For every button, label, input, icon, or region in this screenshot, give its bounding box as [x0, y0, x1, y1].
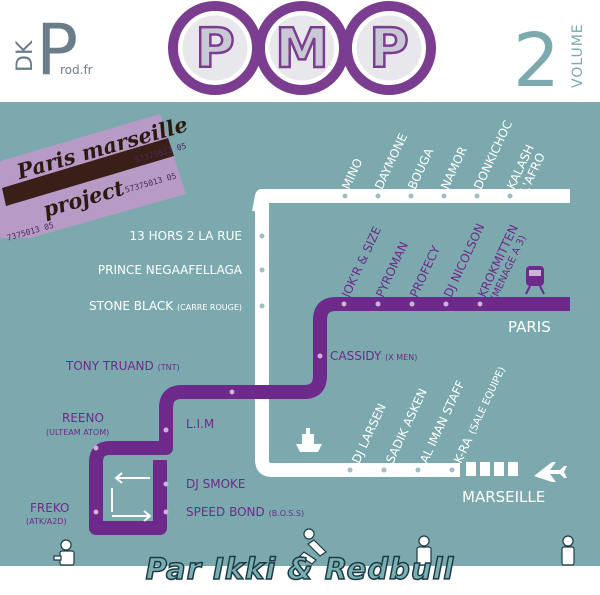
volume-number: 2 [513, 18, 560, 104]
credit-text: Par Ikki & Redbull [145, 551, 455, 587]
station-stone-black: STONE BLACK (CARRE ROUGE) [88, 299, 242, 313]
logo-dk: DK [13, 40, 38, 72]
station-dj-smoke: DJ SMOKE [186, 477, 246, 491]
station-cassidy: CASSIDY (X MEN) [330, 349, 418, 363]
station-tony-truand: TONY TRUAND (TNT) [66, 359, 180, 373]
pictograms [53, 528, 575, 566]
standing-person-icon [416, 535, 432, 566]
plane-icon [534, 462, 567, 482]
station-freko-crew: (ATK/A2D) [26, 517, 67, 526]
title-letter-p1: P [195, 17, 235, 80]
title-letter-m: M [275, 17, 329, 80]
station-freko: FREKO [30, 501, 70, 515]
station-paris: PARIS [508, 318, 551, 336]
pmp-logo [168, 1, 436, 95]
station-reeno: REENO [62, 411, 104, 425]
ship-icon [296, 428, 322, 452]
standing-person-icon-2 [561, 535, 575, 566]
purple-metro-line [89, 297, 570, 535]
station-speed-bond: SPEED BOND (B.O.S.S) [186, 505, 305, 519]
volume-label: VOLUME [570, 23, 586, 88]
station-13-hors-2-la-rue: 13 HORS 2 LA RUE [129, 229, 242, 243]
logo-p: P [36, 9, 78, 91]
metro-ticket: Paris marseille project 57375013 05 5737… [0, 98, 190, 243]
logo-prod: rod.fr [60, 63, 93, 77]
falling-person-icon [299, 528, 327, 565]
station-marseille: MARSEILLE [462, 488, 546, 506]
purple-line-stops [93, 301, 483, 515]
title-letter-p2: P [369, 17, 409, 80]
walking-person-icon [53, 539, 75, 566]
station-lim: L.I.M [186, 417, 215, 431]
white-corner-top [255, 189, 271, 205]
station-reeno-crew: (ULTEAM ATOM) [46, 428, 110, 437]
terminus-blocks [466, 462, 518, 476]
station-prince-negaafellaga: PRINCE NEGAAFELLAGA [97, 263, 242, 277]
train-icon [525, 266, 545, 295]
footer-band [0, 566, 600, 595]
white-line-stops [259, 193, 513, 473]
loop-arrows [111, 472, 152, 522]
dk-prod-logo: DK P rod.fr [13, 9, 93, 91]
